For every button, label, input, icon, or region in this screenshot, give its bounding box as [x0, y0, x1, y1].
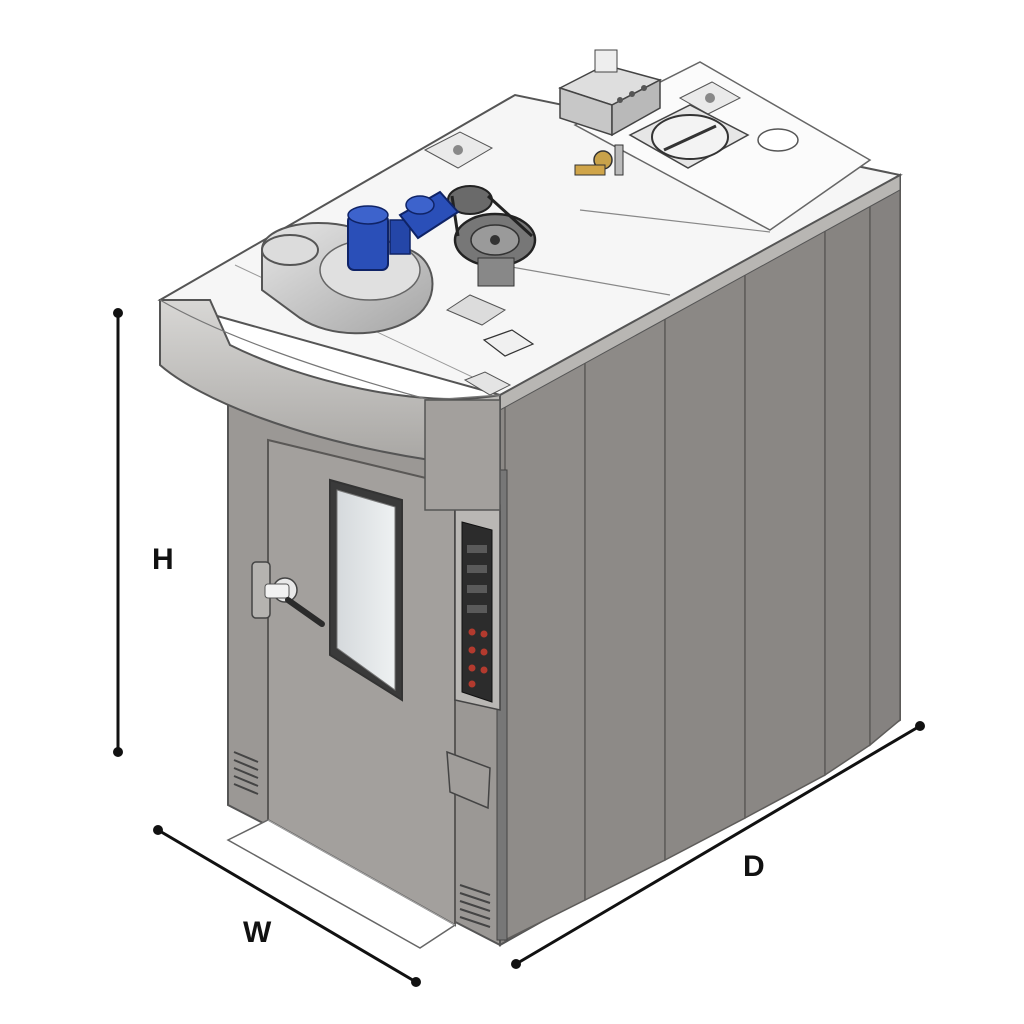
depth-label: D: [743, 850, 765, 883]
door-window-glass: [336, 489, 396, 691]
floor-ramp: [226, 819, 457, 949]
front-vent-left: [233, 751, 259, 795]
front-hood: [159, 299, 501, 511]
oven-front-face: [227, 403, 508, 947]
dimension-depth: D: [511, 721, 925, 969]
drive-pulleys: [447, 185, 537, 287]
front-vent-right: [459, 884, 491, 928]
blower-motor: [347, 205, 411, 271]
height-label: H: [152, 543, 174, 576]
dimension-height: H: [113, 308, 174, 757]
access-plate: [445, 294, 507, 326]
display-digits: [467, 545, 487, 613]
terminal-block: [482, 329, 535, 357]
door-handle[interactable]: [251, 561, 325, 627]
control-panel[interactable]: [454, 494, 501, 711]
water-valve: [574, 144, 624, 176]
blower-inlet: [261, 234, 319, 266]
drive-motor: [398, 190, 460, 240]
oven-side-panels: [499, 173, 901, 947]
steam-junction-box: [558, 49, 663, 137]
width-label: W: [243, 916, 272, 949]
wall-pocket: [446, 750, 491, 810]
control-buttons[interactable]: [468, 628, 488, 688]
dimension-width: W: [153, 825, 421, 987]
round-vent-opening: [757, 128, 799, 152]
